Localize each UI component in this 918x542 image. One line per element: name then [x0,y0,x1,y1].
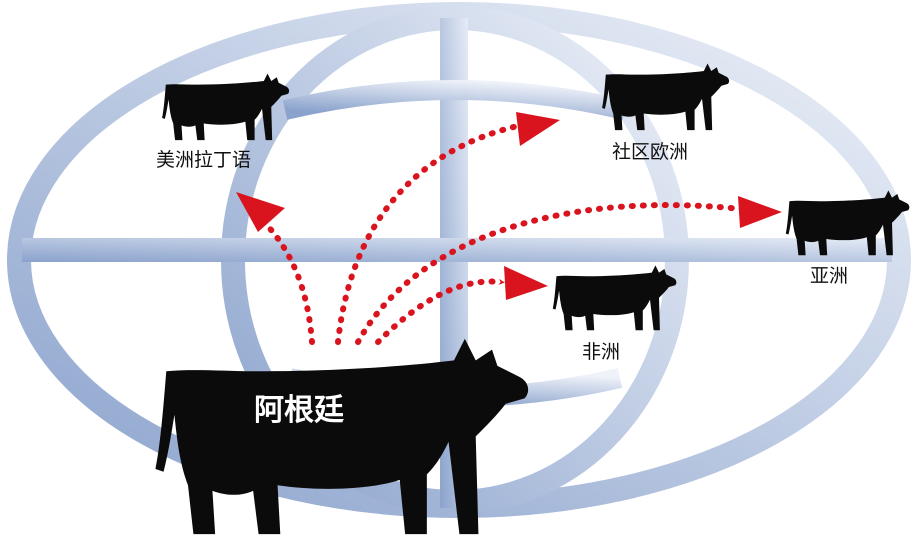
cow-icon [552,265,677,331]
arrow-to-asia [355,202,755,345]
cow-icon [602,63,730,131]
arrowhead-eu [516,112,560,146]
destination-label: 亚洲 [810,265,848,287]
origin-argentina: 阿根廷 [155,338,529,535]
arrowhead-latin-america [236,192,285,232]
arrow-to-africa [375,278,505,345]
export-arrows [258,122,755,345]
destination-latin-america: 美洲拉丁语 [156,73,290,171]
arrowheads [236,112,782,300]
destination-africa: 非洲 [552,265,677,363]
destination-label: 社区欧洲 [612,141,688,163]
destination-eu: 社区欧洲 [602,63,730,163]
destination-label: 美洲拉丁语 [156,149,251,171]
destination-label: 非洲 [582,341,620,363]
globe-equator [22,238,892,262]
cow-icon [162,73,290,141]
destination-asia: 亚洲 [785,190,910,287]
globe-upper-parallel [282,80,628,120]
arrowhead-asia [738,196,782,228]
arrowhead-africa [504,266,548,300]
origin-label: 阿根廷 [254,393,344,428]
arrow-to-eu [335,122,527,345]
arrow-to-latin-america [258,216,315,345]
